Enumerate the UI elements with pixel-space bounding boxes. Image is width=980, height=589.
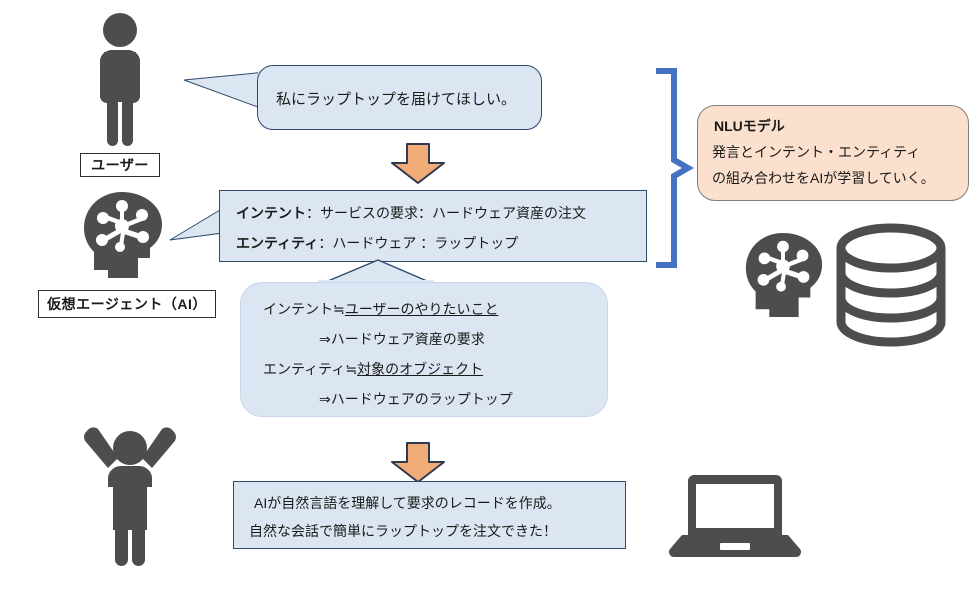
person-cheering-icon (84, 427, 176, 566)
intent-bubble: インテント：サービスの要求：ハードウェア資産の注文 エンティティ：ハードウェア … (219, 190, 647, 262)
database-icon (836, 223, 946, 347)
intent-value: ：サービスの要求：ハードウェア資産の注文 (306, 205, 586, 221)
person-standing-icon (100, 13, 140, 146)
explain-line-1-underline: ユーザーのやりたいこと (344, 301, 499, 317)
result-line-1: AIが自然言語を理解して要求のレコードを作成。 (254, 495, 561, 511)
explain-line-1-pre: インテント≒ (263, 301, 345, 317)
explain-line-3-underline: 対象のオブジェクト (357, 361, 484, 377)
down-arrow-icon-2 (391, 442, 445, 483)
entity-value: ：ハードウェア ：ラップトップ (318, 235, 519, 251)
entity-label: エンティティ (236, 235, 319, 251)
explain-line-2: ⇒ハードウェア資産の要求 (319, 331, 485, 347)
result-line-2: 自然な会話で簡単にラップトップを注文できた！ (249, 523, 557, 539)
laptop-icon (669, 475, 801, 557)
down-arrow-icon-1 (391, 143, 445, 184)
intent-line: インテント：サービスの要求：ハードウェア資産の注文 (236, 203, 586, 223)
utterance-bubble-text: 私にラップトップを届けてほしい。 (276, 91, 517, 108)
nlu-line-1: 発言とインテント・エンティティ (712, 144, 921, 160)
agent-label: 仮想エージェント（AI） (38, 290, 216, 318)
user-label: ユーザー (80, 153, 160, 177)
explain-line-3-pre: エンティティ≒ (263, 361, 358, 377)
explain-line-1: インテント≒ユーザーのやりたいこと (263, 299, 498, 319)
nlu-title: NLUモデル (714, 118, 785, 134)
user-label-text: ユーザー (91, 157, 149, 173)
entity-line: エンティティ：ハードウェア ：ラップトップ (236, 233, 518, 253)
nlu-callout: NLUモデル 発言とインテント・エンティティ の組み合わせをAIが学習していく。 (697, 105, 969, 201)
explain-line-3: エンティティ≒対象のオブジェクト (263, 359, 483, 379)
explain-bubble: インテント≒ユーザーのやりたいこと ⇒ハードウェア資産の要求 エンティティ≒対象… (240, 282, 608, 417)
nlu-line-2: の組み合わせをAIが学習していく。 (712, 170, 935, 186)
agent-label-text: 仮想エージェント（AI） (47, 296, 207, 312)
ai-head-icon-right (745, 232, 823, 318)
ai-head-icon (84, 192, 162, 278)
right-brace-icon (656, 68, 694, 268)
utterance-bubble: 私にラップトップを届けてほしい。 (257, 65, 542, 130)
explain-line-4: ⇒ハードウェアのラップトップ (319, 391, 513, 407)
utterance-bubble-tail (183, 70, 268, 114)
intent-label: インテント (236, 205, 306, 221)
result-box: AIが自然言語を理解して要求のレコードを作成。 自然な会話で簡単にラップトップを… (233, 481, 626, 549)
